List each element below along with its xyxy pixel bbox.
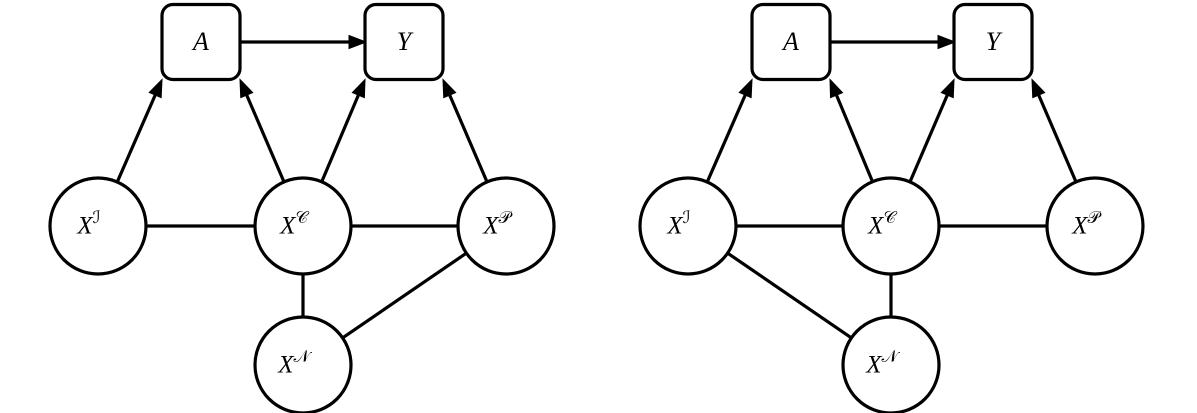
- edge-a-to-y-arrowhead: [348, 34, 368, 50]
- edge-xp-to-y-arrowhead: [1031, 78, 1046, 99]
- node-a[interactable]: A: [160, 2, 242, 82]
- node-box-a[interactable]: [750, 2, 832, 82]
- node-circle-xp[interactable]: [456, 176, 556, 276]
- node-label-y: Y: [986, 27, 1003, 56]
- node-superscript-xc: 𝒞: [295, 208, 309, 228]
- node-label-xc: X𝒞: [867, 208, 897, 240]
- edge-xi-to-a-arrowhead: [738, 78, 753, 99]
- node-xi[interactable]: Xℐ: [48, 176, 148, 276]
- edge-xi-to-a-arrowhead: [148, 78, 163, 99]
- node-xn[interactable]: X𝒩: [253, 315, 353, 413]
- left-causal-graph: A Y Xℐ X𝒞 X𝒫 X𝒩: [48, 2, 556, 413]
- node-xp[interactable]: X𝒫: [456, 176, 556, 276]
- directed-edge-group: [705, 34, 1078, 184]
- edge-xc-to-a-shaft: [243, 91, 286, 184]
- node-label-xp: X𝒫: [482, 208, 512, 240]
- node-superscript-xi: ℐ: [93, 208, 101, 228]
- edge-xi-to-a-shaft: [705, 91, 749, 184]
- node-superscript-xi: ℐ: [683, 208, 691, 228]
- right-causal-graph: A Y Xℐ X𝒞 X𝒫 X𝒩: [638, 2, 1145, 413]
- edge-xp-to-y-arrowhead: [442, 78, 457, 99]
- edge-xc-to-y-arrowhead: [940, 78, 955, 99]
- edge-xc-to-a-arrowhead: [829, 78, 844, 99]
- node-box-a[interactable]: [160, 2, 242, 82]
- undirected-edge-group: [144, 224, 469, 340]
- node-circle-xp[interactable]: [1045, 176, 1145, 276]
- node-circle-xi[interactable]: [48, 176, 148, 276]
- node-circle-xn[interactable]: [253, 315, 353, 413]
- edge-xc-to-y-shaft: [319, 91, 362, 184]
- edge-xc-to-y-arrowhead: [351, 78, 366, 99]
- node-label-a: A: [191, 27, 209, 56]
- node-box-y[interactable]: [952, 2, 1034, 82]
- node-label-xc: X𝒞: [279, 208, 309, 240]
- node-circle-xi[interactable]: [638, 176, 738, 276]
- node-circle-xc[interactable]: [841, 176, 941, 276]
- node-xp[interactable]: X𝒫: [1045, 176, 1145, 276]
- node-box-y[interactable]: [363, 2, 445, 82]
- undirected-edge-group: [725, 224, 1049, 340]
- node-xi[interactable]: Xℐ: [638, 176, 738, 276]
- edge-xp-to-y-shaft: [446, 91, 489, 184]
- node-xn[interactable]: X𝒩: [841, 315, 941, 413]
- edge-xp-to-y-shaft: [1035, 91, 1078, 184]
- edge-a-to-y-arrowhead: [937, 34, 957, 50]
- node-superscript-xc: 𝒞: [883, 208, 897, 228]
- edge-xn-xi: [725, 251, 854, 340]
- node-xc[interactable]: X𝒞: [841, 176, 941, 276]
- node-superscript-xp: 𝒫: [499, 208, 513, 228]
- node-superscript-xn: 𝒩: [881, 347, 900, 367]
- node-label-y: Y: [397, 27, 414, 56]
- directed-edge-group: [115, 34, 489, 184]
- node-superscript-xp: 𝒫: [1088, 208, 1102, 228]
- node-y[interactable]: Y: [952, 2, 1034, 82]
- edge-xi-to-a-shaft: [115, 91, 159, 184]
- edge-xc-to-y-shaft: [908, 91, 951, 184]
- node-xc[interactable]: X𝒞: [253, 176, 353, 276]
- edge-xc-to-a-arrowhead: [239, 78, 254, 99]
- node-label-a: A: [781, 27, 799, 56]
- edge-xn-xp: [340, 251, 469, 340]
- node-circle-xn[interactable]: [841, 315, 941, 413]
- edge-xc-to-a-shaft: [833, 91, 875, 184]
- node-a[interactable]: A: [750, 2, 832, 82]
- node-superscript-xn: 𝒩: [293, 347, 312, 367]
- node-y[interactable]: Y: [363, 2, 445, 82]
- node-circle-xc[interactable]: [253, 176, 353, 276]
